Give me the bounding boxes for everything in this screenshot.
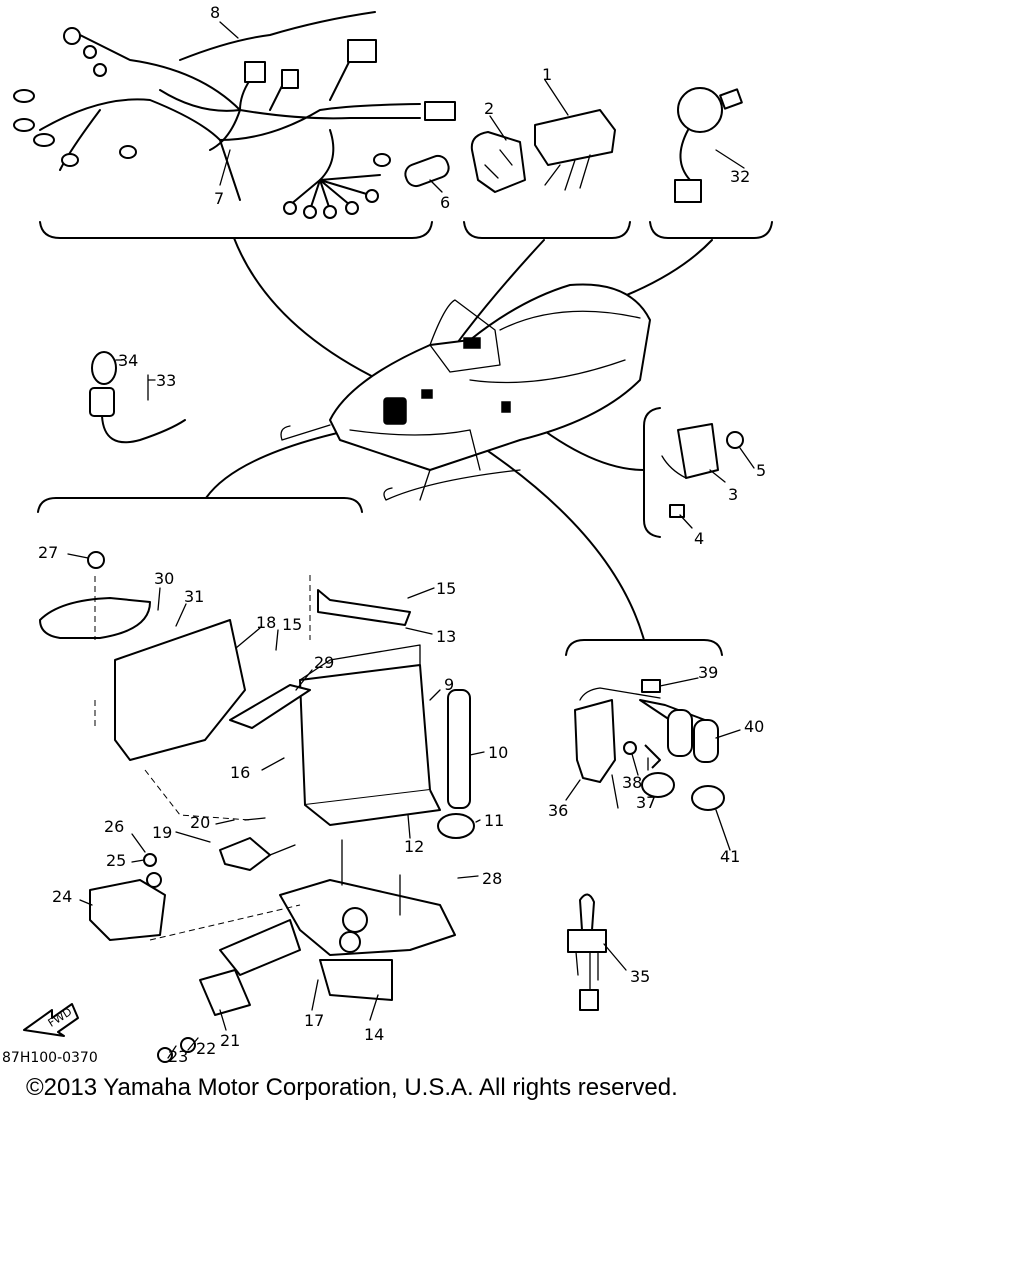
callout-30: 30 <box>154 569 174 588</box>
callout-39: 39 <box>698 663 718 682</box>
callout-37: 37 <box>636 793 656 812</box>
callout-14: 14 <box>364 1025 384 1044</box>
callout-15b: 15 <box>282 615 302 634</box>
callout-19: 19 <box>152 823 172 842</box>
toggle-switch <box>567 893 607 1011</box>
callout-20: 20 <box>190 813 210 832</box>
wire-harness <box>13 11 456 219</box>
callout-12: 12 <box>404 837 424 856</box>
leader-lines <box>67 21 755 1059</box>
callout-13: 13 <box>436 627 456 646</box>
callout-1: 1 <box>542 65 552 84</box>
callout-9: 9 <box>444 675 454 694</box>
callout-3: 3 <box>728 485 738 504</box>
bulb-socket <box>89 351 186 444</box>
cdi-unit <box>470 109 616 193</box>
callout-17: 17 <box>304 1011 324 1030</box>
callout-28: 28 <box>482 869 502 888</box>
copyright-notice: ©2013 Yamaha Motor Corporation, U.S.A. A… <box>26 1074 678 1101</box>
callout-4: 4 <box>694 529 704 548</box>
callout-10: 10 <box>488 743 508 762</box>
callout-32: 32 <box>730 167 750 186</box>
callout-2: 2 <box>484 99 494 118</box>
callout-29: 29 <box>314 653 334 672</box>
callout-35: 35 <box>630 967 650 986</box>
callout-33: 33 <box>156 371 176 390</box>
callout-38: 38 <box>622 773 642 792</box>
callout-22: 22 <box>196 1039 216 1058</box>
battery-assembly <box>39 551 475 1063</box>
callout-7: 7 <box>214 189 224 208</box>
reference-code: 87H100-0370 <box>2 1050 98 1066</box>
callout-40: 40 <box>744 717 764 736</box>
callout-16: 16 <box>230 763 250 782</box>
rectifier <box>661 423 744 518</box>
main-switch <box>674 87 743 203</box>
snowmobile-body <box>280 283 651 501</box>
electrical-parts-diagram: FWD 87H100-0370 1 2 3 4 5 6 7 8 9 10 11 … <box>2 3 773 1066</box>
callout-34: 34 <box>118 351 138 370</box>
callout-5: 5 <box>756 461 766 480</box>
callout-36: 36 <box>548 801 568 820</box>
callout-15a: 15 <box>436 579 456 598</box>
callout-31: 31 <box>184 587 204 606</box>
callout-numbers: 1 2 3 4 5 6 7 8 9 10 11 12 13 14 15 15 1… <box>38 3 766 1066</box>
callout-6: 6 <box>440 193 450 212</box>
callout-24: 24 <box>52 887 72 906</box>
callout-41: 41 <box>720 847 740 866</box>
ignition-coil <box>574 679 725 811</box>
callout-11: 11 <box>484 811 504 830</box>
callout-27: 27 <box>38 543 58 562</box>
fwd-arrow: FWD <box>23 1003 79 1037</box>
callout-26: 26 <box>104 817 124 836</box>
callout-18: 18 <box>256 613 276 632</box>
callout-25: 25 <box>106 851 126 870</box>
callout-21: 21 <box>220 1031 240 1050</box>
callout-23: 23 <box>168 1047 188 1066</box>
callout-8: 8 <box>210 3 220 22</box>
